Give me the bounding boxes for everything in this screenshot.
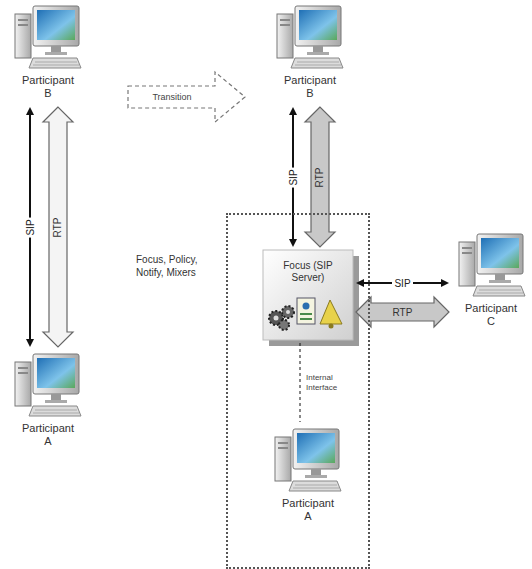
protocol-label: SIP (288, 167, 299, 187)
node-label: Participant C (461, 302, 521, 328)
transition-arrow (128, 72, 245, 122)
rtp-arrow (43, 107, 73, 347)
transition-label: Transition (152, 92, 191, 102)
protocol-label: RTP (393, 307, 413, 318)
protocol-label: SIP (25, 217, 36, 237)
participant-node: Participant A (8, 350, 88, 452)
node-label: Participant A (278, 497, 338, 523)
protocol-label: RTP (314, 167, 325, 187)
computer-icon (15, 354, 81, 416)
participant-node: Participant C (452, 230, 530, 332)
notify-bell-icon (320, 300, 342, 329)
interface-label: Internal Interface (306, 373, 344, 393)
rtp-arrow (305, 107, 335, 247)
policy-document-icon (297, 298, 315, 324)
rtp-arrow (356, 297, 449, 327)
protocol-label: SIP (392, 278, 412, 289)
computer-icon (275, 429, 341, 491)
interface-line (300, 343, 301, 422)
node-label: Focus (SIP Server) (268, 260, 348, 284)
focus-region: Focus, Policy, Notify, MixersFocus (SIP … (228, 215, 368, 567)
focus-server-box (263, 250, 359, 346)
computer-icon (459, 234, 525, 296)
computer-icon (15, 6, 81, 68)
computer-icon (277, 6, 343, 68)
node-label: Participant B (18, 74, 78, 100)
node-label: Participant B (280, 74, 340, 100)
participant-node: Participant B (270, 2, 350, 104)
focus-server: Focus (SIP Server) (263, 250, 353, 340)
participant-node: Participant A (268, 425, 348, 527)
participant-node: Participant B (8, 2, 88, 104)
region-heading: Focus, Policy, Notify, Mixers (136, 253, 222, 279)
gears-icon (269, 306, 294, 330)
protocol-label: RTP (52, 217, 63, 237)
node-label: Participant A (18, 422, 78, 448)
